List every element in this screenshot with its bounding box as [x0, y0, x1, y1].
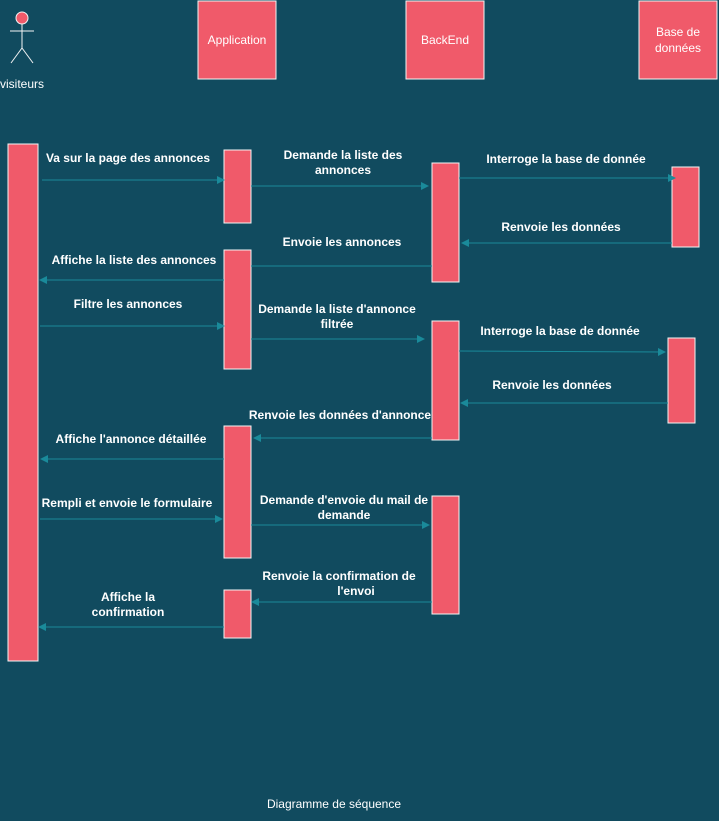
participant-backend-box	[405, 0, 485, 80]
message-label-8-line1: Demande la liste d'annonce	[258, 302, 416, 316]
message-label-15-line1: Renvoie la confirmation de	[262, 569, 416, 583]
activation-application-4	[223, 589, 252, 639]
message-label-4: Renvoie les données	[501, 220, 621, 234]
participant-application-box	[197, 0, 277, 80]
participant-database-label-line2: données	[655, 41, 701, 55]
message-label-11: Renvoie les données d'annonce	[249, 408, 432, 422]
activation-database-1	[671, 166, 700, 248]
activation-application-1	[223, 149, 252, 224]
activation-database-2	[667, 337, 696, 424]
message-label-9: Interroge la base de donnée	[480, 324, 640, 338]
message-label-16-line1: Affiche la	[101, 590, 155, 604]
message-label-15-line2: l'envoi	[337, 584, 375, 598]
actor-label: visiteurs	[0, 77, 44, 91]
actor-right-leg	[21, 47, 34, 64]
message-label-14-line1: Demande d'envoie du mail de	[260, 493, 429, 507]
actor-head	[15, 11, 29, 25]
message-arrow-9	[458, 347, 666, 356]
participant-database-box	[638, 0, 718, 80]
participant-application-label: Application	[208, 33, 267, 47]
message-label-16-line2: confirmation	[92, 605, 165, 619]
activation-backend-3	[431, 495, 460, 615]
message-label-10: Renvoie les données	[492, 378, 612, 392]
activation-application-3	[223, 425, 252, 559]
participant-database-label-line1: Base de	[656, 25, 700, 39]
message-label-5: Envoie les annonces	[283, 235, 402, 249]
message-label-13: Rempli et envoie le formulaire	[42, 496, 213, 510]
diagram-caption: Diagramme de séquence	[267, 797, 401, 811]
message-label-6: Affiche la liste des annonces	[52, 253, 217, 267]
message-label-2-line1: Demande la liste des	[284, 148, 403, 162]
actor-left-leg	[10, 47, 23, 64]
message-label-7: Filtre les annonces	[74, 297, 183, 311]
message-label-2-line2: annonces	[315, 163, 371, 177]
activation-backend-2	[431, 320, 460, 441]
participant-backend: BackEnd	[405, 0, 485, 80]
participant-database: Base de données	[638, 0, 718, 80]
activation-application-2	[223, 249, 252, 370]
message-label-1: Va sur la page des annonces	[46, 151, 210, 165]
activation-visiteurs	[7, 143, 39, 662]
message-label-8-line2: filtrée	[321, 317, 354, 331]
activation-backend-1	[431, 162, 460, 283]
participant-backend-label: BackEnd	[421, 33, 469, 47]
message-label-12: Affiche l'annonce détaillée	[56, 432, 207, 446]
message-label-14-line2: demande	[318, 508, 371, 522]
actor-visiteurs: visiteurs	[0, 11, 44, 91]
message-label-3: Interroge la base de donnée	[486, 152, 646, 166]
participant-application: Application	[197, 0, 277, 80]
